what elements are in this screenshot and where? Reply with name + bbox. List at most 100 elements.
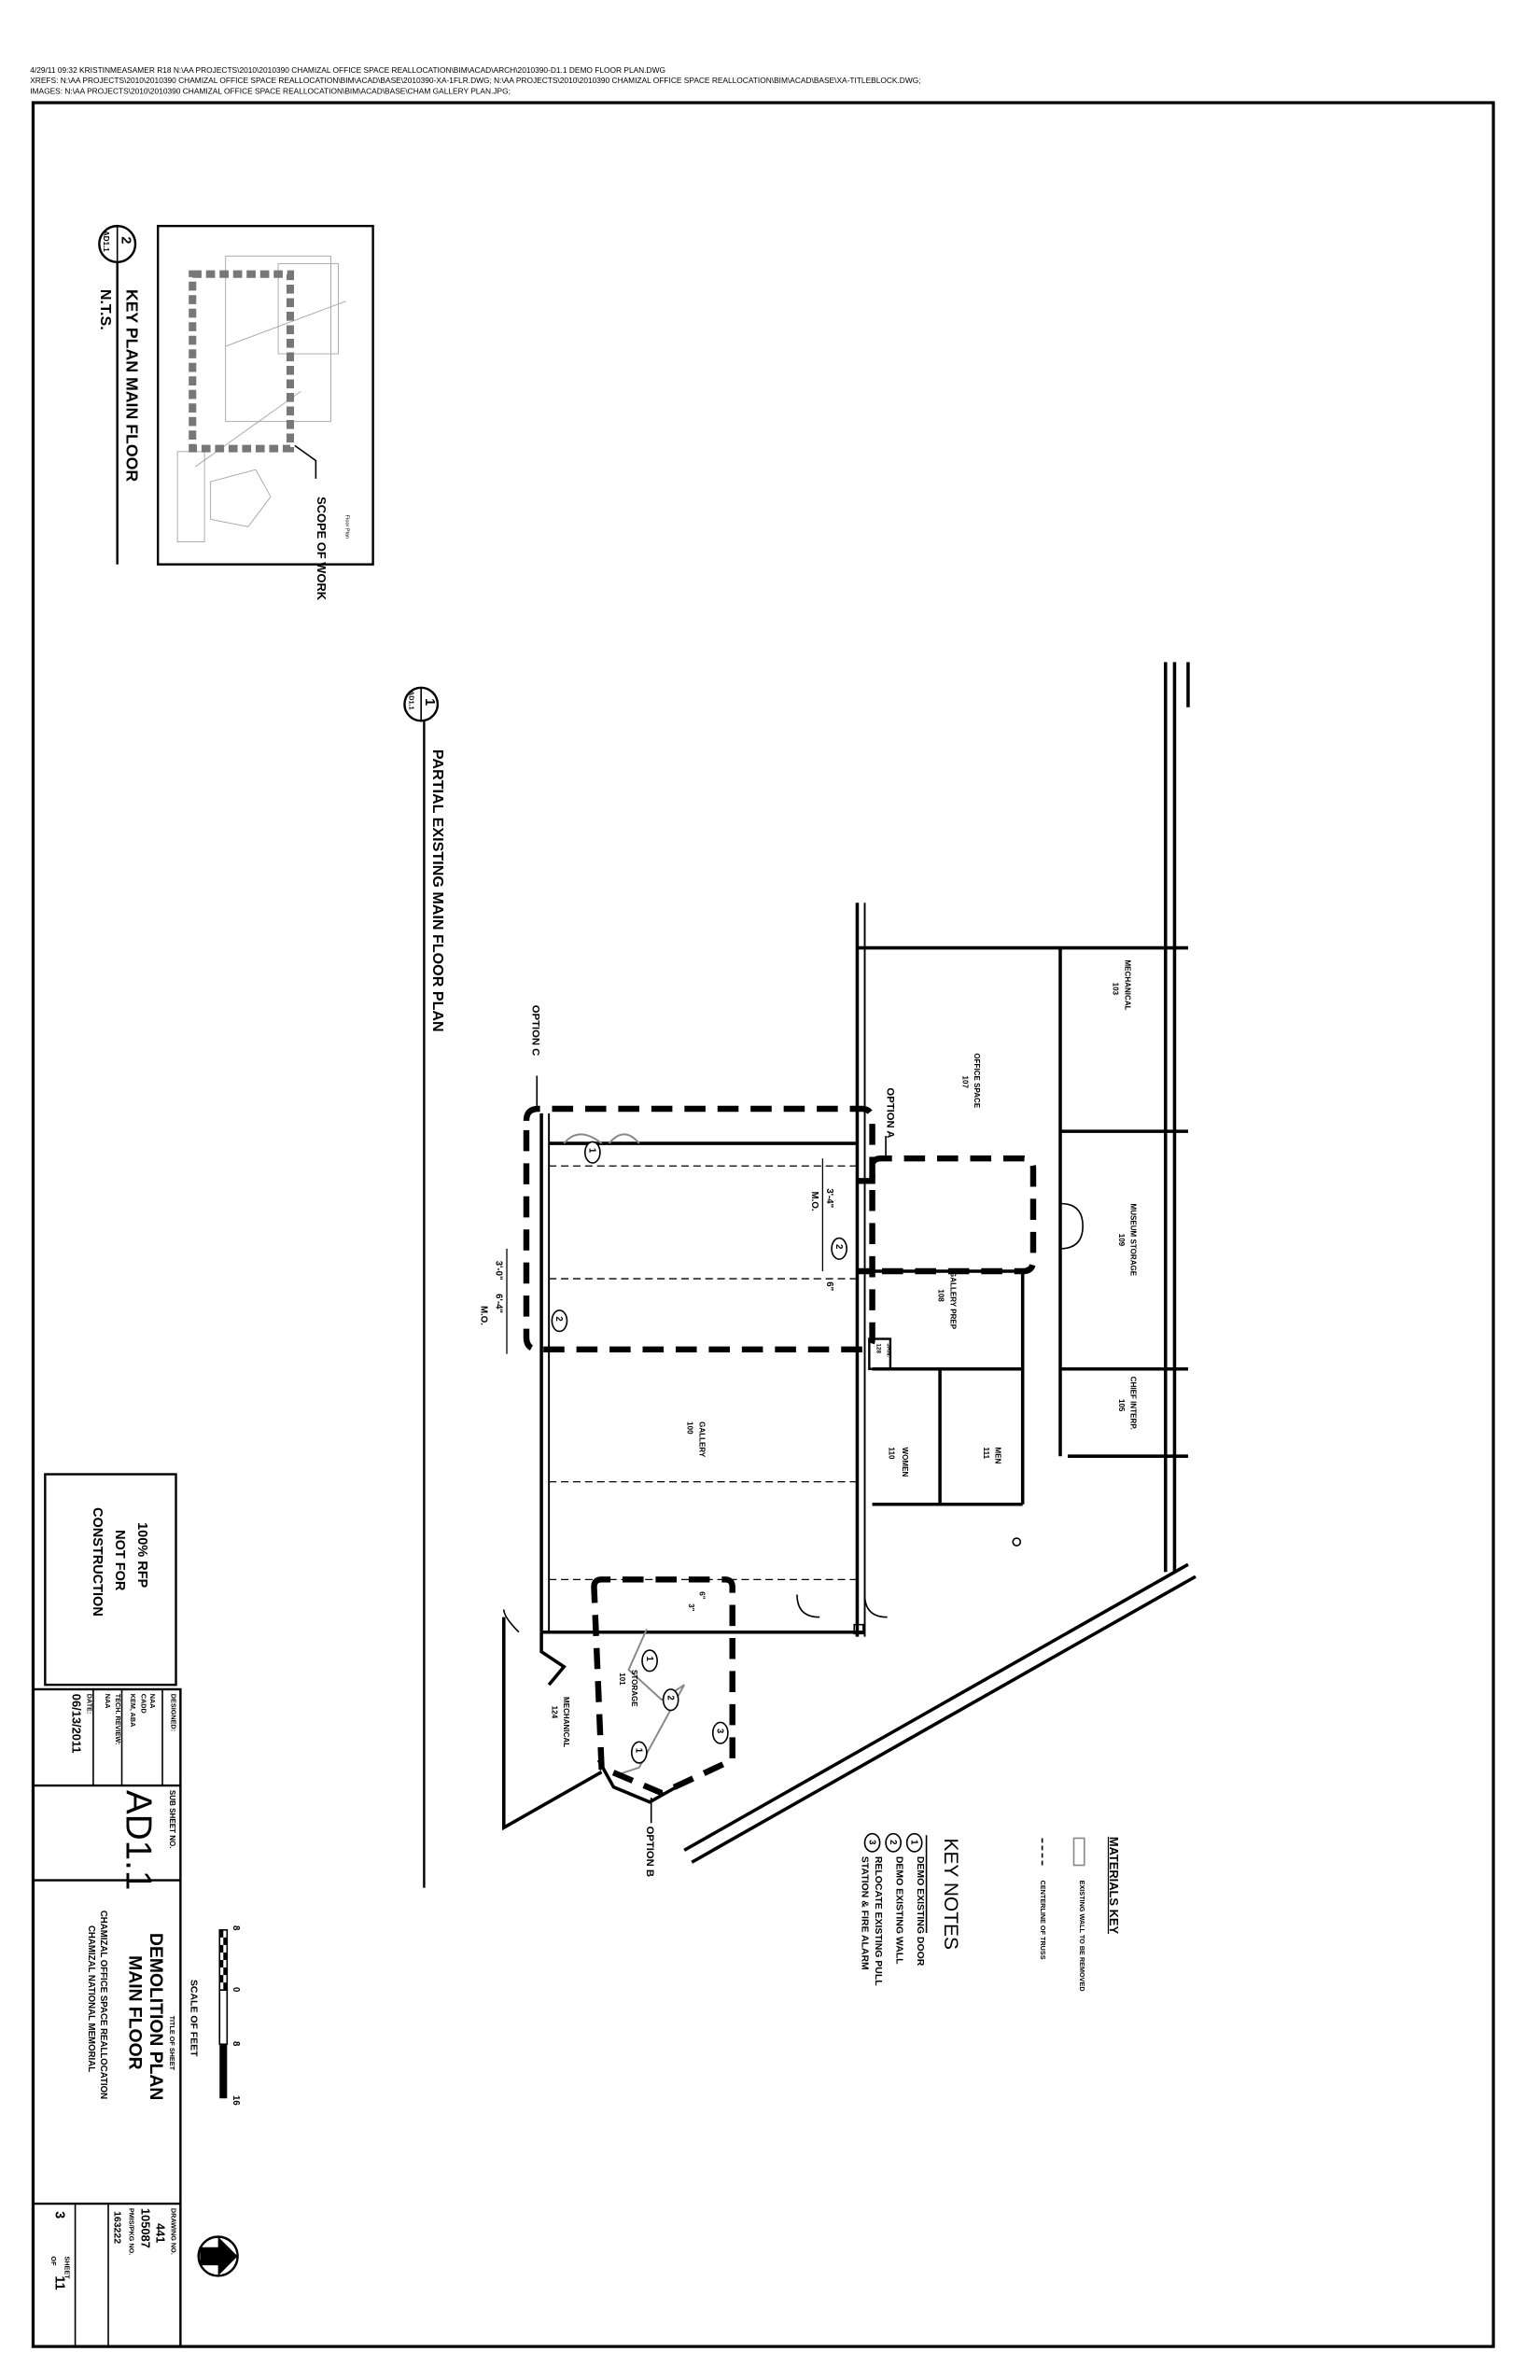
rfp-stamp: 100% RFP NOT FOR CONSTRUCTION bbox=[44, 1473, 177, 1687]
sheet-total: 11 bbox=[52, 2275, 67, 2289]
project-name: CHAMIZAL OFFICE SPACE REALLOCATION bbox=[98, 1911, 108, 2099]
key-plan-image bbox=[176, 255, 346, 543]
materials-key-title: MATERIALS KEY bbox=[1107, 1837, 1121, 1935]
note-tags: 1 2 2 1 2 1 3 bbox=[551, 1141, 847, 1764]
scale-tick: 16 bbox=[231, 2095, 241, 2106]
scope-of-work-box bbox=[189, 270, 295, 453]
existing-wall-removed-swatch bbox=[1072, 1837, 1085, 1867]
designed-value: NAA bbox=[148, 1694, 157, 1709]
scale-tick: 8 bbox=[231, 1925, 241, 1931]
main-plan-title-text: PARTIAL EXISTING MAIN FLOOR PLAN bbox=[429, 749, 446, 1032]
scale-bar: 8 0 8 16 SCALE OF FEET bbox=[189, 1925, 241, 2106]
dimension-text: 3" bbox=[687, 1603, 695, 1611]
dimension-text: 3'-4" bbox=[824, 1188, 834, 1208]
room-label: MUSEUM STORAGE bbox=[1129, 1204, 1138, 1277]
room-number: 111 bbox=[982, 1448, 990, 1460]
review-label: TECH. REVIEW: bbox=[114, 1694, 122, 1745]
key-note-text: RELOCATE EXISTING PULL bbox=[873, 1856, 883, 1986]
scale-label: SCALE OF FEET bbox=[189, 1980, 199, 2057]
pmis-label: PMIS/PKG NO. bbox=[128, 2208, 136, 2255]
dimensions: 3'-4" M.O. 6" 3'-0" 6'-4" M.O. 6" 3" bbox=[479, 1188, 835, 1611]
main-plan-title: 1 AD1.1 PARTIAL EXISTING MAIN FLOOR PLAN bbox=[403, 686, 446, 1888]
room-labels: MECHANICAL 103 MUSEUM STORAGE 109 CHIEF … bbox=[550, 959, 1137, 1747]
key-plan-detail-number: 2 bbox=[119, 236, 133, 244]
room-label: OFFICE SPACE bbox=[973, 1053, 981, 1108]
materials-key-item: EXISTING WALL TO BE REMOVED bbox=[1078, 1881, 1086, 1992]
dimension-text: 6" bbox=[697, 1591, 706, 1599]
stamp-line: 100% RFP bbox=[134, 1522, 149, 1588]
room-label: MECHANICAL bbox=[562, 1697, 570, 1747]
room-number: 128 bbox=[875, 1343, 881, 1353]
option-c-boundary bbox=[523, 1105, 875, 1353]
key-notes-title: KEY NOTES bbox=[940, 1838, 961, 1949]
dimension-text: 3'-0" bbox=[494, 1261, 504, 1281]
option-b-boundary bbox=[591, 1576, 735, 1797]
key-plan-image-caption: Floor Plan bbox=[344, 515, 350, 539]
key-note-number: 1 bbox=[908, 1840, 918, 1845]
key-note-number: 2 bbox=[888, 1840, 898, 1844]
header-path-line: 4/29/11 09:32 KRISTINMEASAMER R18 N:\AA … bbox=[30, 65, 665, 75]
room-number: 105 bbox=[1117, 1399, 1126, 1412]
drawing-no-bottom: 105087 bbox=[138, 2208, 152, 2248]
dimension-text: M.O. bbox=[479, 1306, 489, 1325]
cadd-label: CADD bbox=[139, 1694, 147, 1714]
key-note-text: DEMO EXISTING WALL bbox=[893, 1856, 903, 1965]
materials-key-item: CENTERLINE OF TRUSS bbox=[1039, 1881, 1047, 1960]
option-b-label: OPTION B bbox=[644, 1827, 655, 1877]
scale-tick: 8 bbox=[231, 2041, 241, 2047]
sheet-border bbox=[31, 101, 1495, 2348]
room-number: 100 bbox=[685, 1421, 693, 1435]
room-number: 103 bbox=[1111, 983, 1119, 996]
room-number: 109 bbox=[1117, 1234, 1126, 1247]
key-plan: Floor Plan SCOPE OF WORK 2 AD1.1 KEY PLA… bbox=[97, 224, 374, 601]
drawing-no-label: DRAWING NO. bbox=[170, 2208, 178, 2255]
scale-tick: 0 bbox=[231, 1987, 241, 1992]
sub-sheet-value: AD1.1 bbox=[118, 1790, 158, 1890]
header-images-line: IMAGES: N:\AA PROJECTS\2010\2010390 CHAM… bbox=[30, 86, 511, 95]
sheet-number: 3 bbox=[52, 2211, 67, 2219]
note-tag: 2 bbox=[833, 1244, 844, 1249]
room-label: MEN bbox=[994, 1448, 1002, 1464]
cadd-value: KEM, ABA bbox=[129, 1694, 137, 1728]
scope-of-work-label: SCOPE OF WORK bbox=[315, 497, 329, 601]
note-tag: 1 bbox=[634, 1748, 644, 1754]
dimension-text: M.O. bbox=[809, 1192, 819, 1211]
option-c-label: OPTION C bbox=[529, 1005, 540, 1056]
dimension-text: 6'-4" bbox=[494, 1294, 504, 1313]
key-plan-scale: N.T.S. bbox=[97, 289, 114, 330]
note-tag: 2 bbox=[665, 1695, 675, 1700]
room-label: WOMEN bbox=[901, 1448, 909, 1477]
key-plan-sheet-ref: AD1.1 bbox=[102, 231, 110, 252]
room-label: MECHANICAL bbox=[1123, 959, 1131, 1010]
sheet-title-line1: DEMOLITION PLAN bbox=[146, 1933, 165, 2100]
option-a-boundary bbox=[857, 1155, 1037, 1275]
room-number: 101 bbox=[618, 1673, 626, 1686]
scope-leader-arrow bbox=[294, 444, 317, 479]
date-label: DATE: bbox=[85, 1694, 93, 1715]
sheet-of: OF bbox=[49, 2256, 58, 2266]
materials-key: MATERIALS KEY EXISTING WALL TO BE REMOVE… bbox=[1039, 1837, 1121, 1992]
key-note-text: STATION & FIRE ALARM bbox=[859, 1856, 869, 1970]
room-label: STORAGE bbox=[630, 1670, 638, 1707]
room-number: 107 bbox=[960, 1076, 969, 1089]
main-plan-detail-number: 1 bbox=[422, 698, 437, 706]
stamp-line: NOT FOR bbox=[112, 1530, 127, 1591]
key-note-text: DEMO EXISTING DOOR bbox=[915, 1856, 925, 1967]
review-value: NAA bbox=[104, 1694, 112, 1709]
note-tag: 2 bbox=[553, 1316, 564, 1321]
key-plan-title: KEY PLAN MAIN FLOOR bbox=[122, 289, 141, 483]
room-label: CHIEF INTERP. bbox=[1129, 1377, 1138, 1430]
key-notes: KEY NOTES 1 DEMO EXISTING DOOR 2 DEMO EX… bbox=[859, 1832, 961, 1986]
north-arrow-icon bbox=[197, 2235, 239, 2277]
sub-sheet-label: SUB SHEET NO. bbox=[168, 1790, 176, 1849]
room-number: 108 bbox=[936, 1289, 945, 1302]
room-label: JAN. bbox=[886, 1343, 892, 1357]
key-note-number: 3 bbox=[866, 1840, 876, 1845]
room-number: 124 bbox=[550, 1706, 558, 1719]
designed-label: DESIGNED: bbox=[170, 1694, 178, 1731]
room-label: GALLERY bbox=[697, 1421, 706, 1458]
project-location: CHAMIZAL NATIONAL MEMORIAL bbox=[86, 1925, 96, 2072]
date-value: 06/13/2011 bbox=[69, 1694, 83, 1754]
